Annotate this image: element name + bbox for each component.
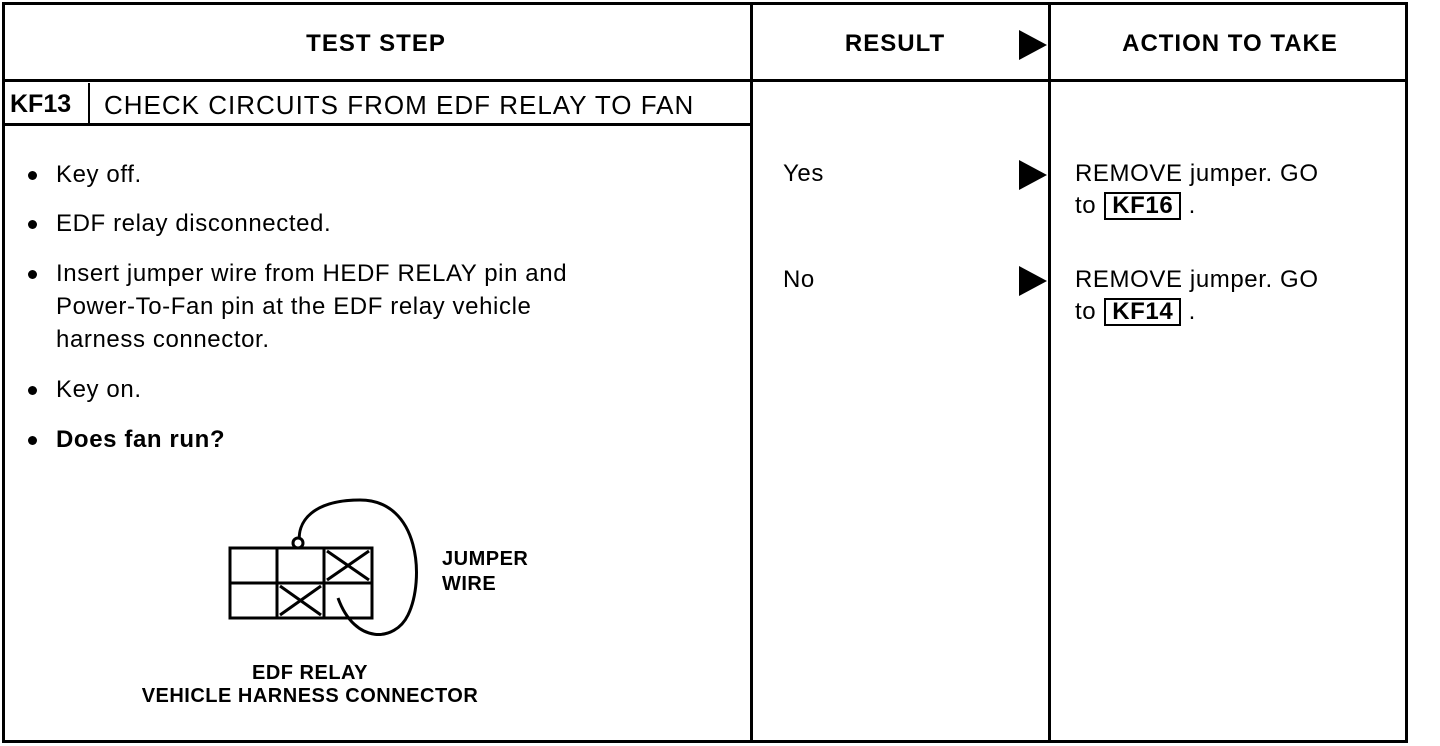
result-arrow-icon [1019, 266, 1047, 296]
instruction-text: EDF relay disconnected. [56, 210, 332, 237]
header-arrow-icon [1019, 30, 1047, 60]
bullet-icon [28, 220, 37, 229]
bullet-icon [28, 270, 37, 279]
step-code-separator [88, 83, 90, 125]
action-text: REMOVE jumper. GO [1075, 160, 1319, 187]
step-title: CHECK CIRCUITS FROM EDF RELAY TO FAN [104, 90, 695, 120]
instruction-text-line: harness connector. [56, 326, 270, 353]
instruction-text: Key on. [56, 376, 142, 403]
jumper-label-line: WIRE [442, 573, 497, 595]
step-ref-kf14[interactable]: KF14 [1104, 298, 1182, 326]
action-goto: to KF14 . [1075, 296, 1319, 328]
header-test-step: TEST STEP [306, 30, 446, 57]
column-divider-2 [1048, 2, 1051, 743]
connector-diagram [228, 498, 418, 636]
action-suffix: . [1188, 192, 1196, 219]
result-no: No [783, 266, 815, 293]
bullet-icon [28, 436, 37, 445]
header-divider [2, 79, 1408, 82]
step-code: KF13 [10, 90, 72, 118]
step-title-divider [2, 123, 752, 126]
column-divider-1 [750, 2, 753, 743]
instruction-question: Does fan run? [56, 426, 226, 453]
header-action: ACTION TO TAKE [1122, 30, 1338, 57]
bullet-icon [28, 386, 37, 395]
table-frame [2, 2, 1408, 743]
action-suffix: . [1188, 298, 1196, 325]
bullet-icon [28, 171, 37, 180]
header-result: RESULT [844, 30, 946, 57]
action-goto: to KF16 . [1075, 190, 1319, 222]
action-prefix: to [1075, 298, 1097, 325]
diagram-caption-line: EDF RELAY [251, 662, 368, 684]
instruction-text: Key off. [56, 161, 142, 188]
action-prefix: to [1075, 192, 1097, 219]
step-ref-kf16[interactable]: KF16 [1104, 192, 1182, 220]
action-text: REMOVE jumper. GO [1075, 266, 1319, 293]
instruction-text-line: Insert jumper wire from HEDF RELAY pin a… [56, 260, 568, 287]
instruction-text-line: Power-To-Fan pin at the EDF relay vehicl… [56, 293, 532, 320]
jumper-wire [297, 498, 418, 636]
diagram-caption-line: VEHICLE HARNESS CONNECTOR [141, 685, 479, 707]
result-arrow-icon [1019, 160, 1047, 190]
result-yes: Yes [783, 160, 824, 187]
jumper-pin-end [291, 536, 305, 550]
action-yes: REMOVE jumper. GO to KF16 . [1075, 158, 1319, 222]
jumper-label-line: JUMPER [442, 548, 529, 570]
action-no: REMOVE jumper. GO to KF14 . [1075, 264, 1319, 328]
